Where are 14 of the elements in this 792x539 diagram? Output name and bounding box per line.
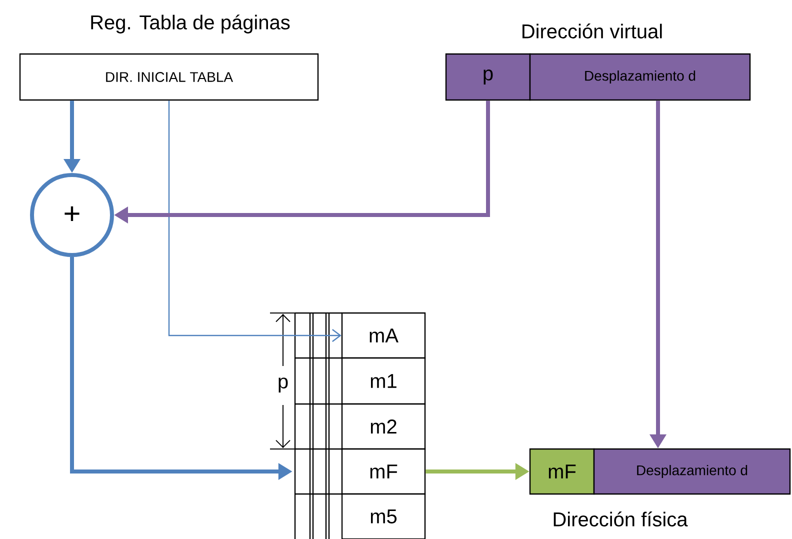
table-cell: m1 [341, 357, 426, 405]
register-box: DIR. INICIAL TABLA [19, 53, 319, 101]
table-cell: m5 [341, 493, 426, 539]
address-field: Desplazamiento d [593, 448, 791, 495]
address-field: mF [529, 448, 595, 495]
table-cell: mA [341, 312, 426, 359]
table-cell: mF [341, 448, 426, 495]
heading: Dirección física [551, 510, 689, 528]
dimension-label: p [276, 376, 290, 394]
heading: Dirección virtual [520, 22, 664, 40]
arrow [168, 100, 342, 342]
address-field: p [445, 53, 531, 101]
table-cell: m2 [341, 403, 426, 450]
heading: Reg. Tabla de páginas [88, 14, 292, 34]
